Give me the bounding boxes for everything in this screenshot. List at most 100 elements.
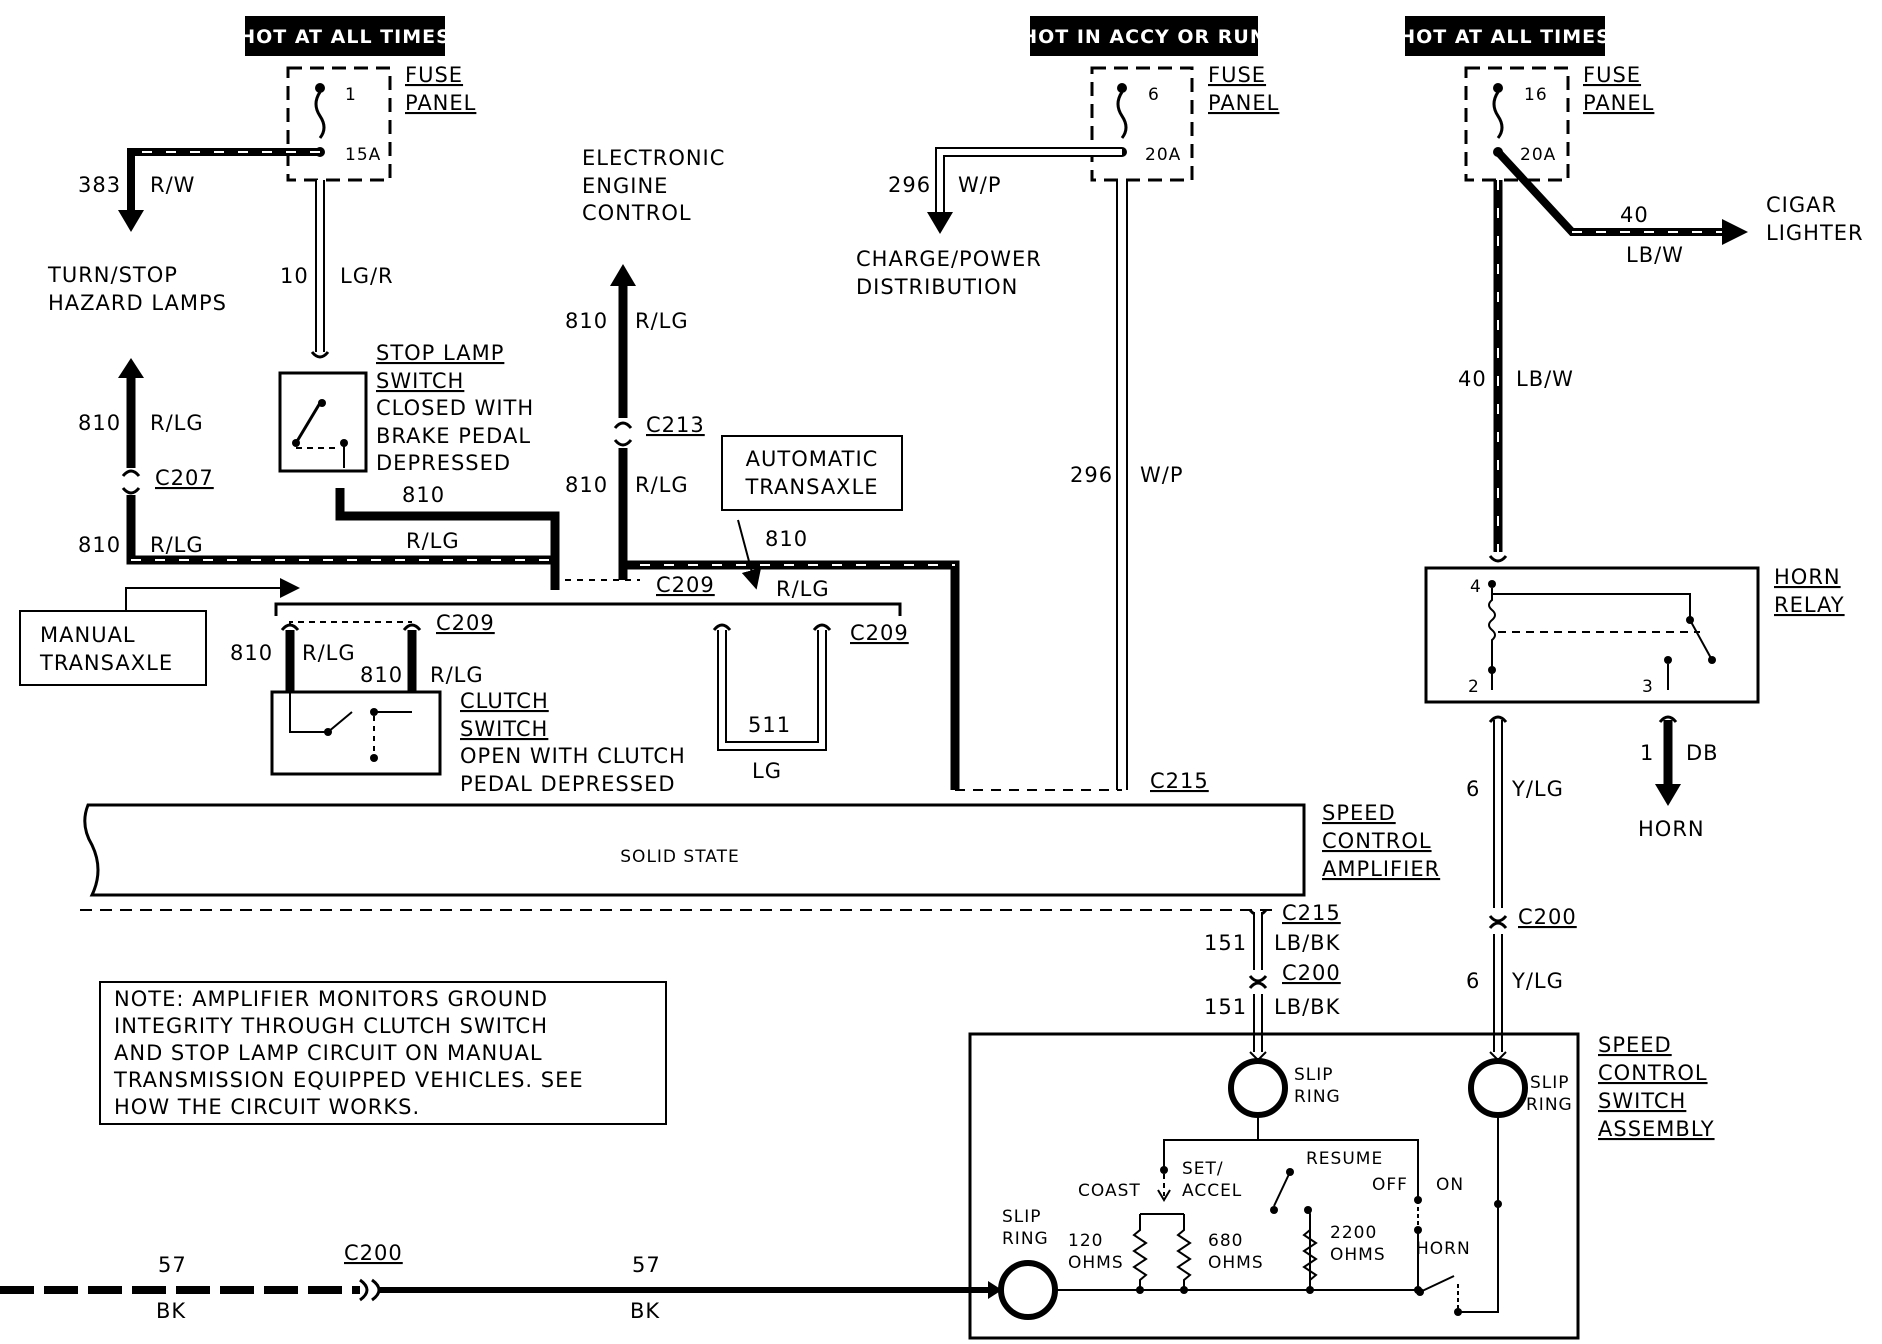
stop-lamp-2: SWITCH	[376, 369, 464, 393]
wire-296	[955, 180, 1128, 791]
set-label-2: ACCEL	[1182, 1181, 1242, 1201]
connector-c207: C207	[155, 466, 214, 490]
slip-ring-1b: RING	[1294, 1087, 1341, 1107]
c810-f-num: 810	[565, 473, 608, 497]
stop-lamp-3: CLOSED WITH	[376, 396, 534, 420]
stop-lamp-1: STOP LAMP	[376, 341, 504, 365]
switch-assembly-1: SPEED	[1598, 1033, 1672, 1057]
c383-num: 383	[78, 173, 121, 197]
fuse-left-name-1: FUSE	[405, 63, 463, 87]
relay-pin-2: 2	[1468, 677, 1480, 697]
c151a-num: 151	[1204, 931, 1247, 955]
c1-num: 1	[1640, 741, 1654, 765]
horn-relay	[1424, 555, 1760, 704]
fuse-right-name-1: FUSE	[1583, 63, 1641, 87]
c810-a-color: R/LG	[150, 411, 204, 435]
r680-1: 680	[1208, 1231, 1243, 1251]
supply-middle-label: HOT IN ACCY OR RUN	[1021, 26, 1267, 48]
slip-ring-3a: SLIP	[1002, 1207, 1042, 1227]
fuse-mid: 6 20A FUSE PANEL	[1090, 63, 1279, 182]
manual-transaxle-label-box	[19, 578, 300, 686]
c810-g-num: 810	[765, 527, 808, 551]
clutch-switch-3: OPEN WITH CLUTCH	[460, 744, 686, 768]
horn-relay-2: RELAY	[1774, 593, 1845, 617]
connector-c209-c: C209	[850, 621, 909, 645]
off-label: OFF	[1372, 1175, 1408, 1195]
switch-assembly-4: ASSEMBLY	[1598, 1117, 1715, 1141]
stop-lamp-5: DEPRESSED	[376, 451, 511, 475]
amplifier-2: CONTROL	[1322, 829, 1432, 853]
fuse-right: 16 20A FUSE PANEL	[1464, 63, 1654, 182]
c57b-color: BK	[630, 1299, 660, 1323]
clutch-switch-4: PEDAL DEPRESSED	[460, 772, 676, 796]
automatic-transaxle-2: TRANSAXLE	[744, 475, 878, 499]
jumper-511	[712, 623, 832, 751]
c151b-color: LB/BK	[1274, 995, 1341, 1019]
c810-i-num: 810	[360, 663, 403, 687]
clutch-switch-1: CLUTCH	[460, 689, 549, 713]
fuse-right-num: 16	[1524, 85, 1548, 105]
wire-151	[1248, 909, 1268, 1052]
c57b-num: 57	[632, 1253, 661, 1277]
clutch-switch	[270, 621, 442, 776]
c810-f-color: R/LG	[635, 473, 689, 497]
c10-color: LG/R	[340, 264, 394, 288]
slip-ring-2b: RING	[1526, 1095, 1573, 1115]
note-line-1: NOTE: AMPLIFIER MONITORS GROUND	[114, 987, 548, 1011]
c296-num: 296	[1070, 463, 1113, 487]
r120-2: OHMS	[1068, 1253, 1124, 1273]
fuse-mid-rating: 20A	[1145, 145, 1181, 165]
charge-power-2: DISTRIBUTION	[856, 275, 1018, 299]
eec-1: ELECTRONIC	[582, 146, 725, 170]
c209-bracket	[274, 579, 902, 616]
connector-c209-b: C209	[436, 611, 495, 635]
wire-383	[118, 148, 320, 232]
r2200-1: 2200	[1330, 1223, 1377, 1243]
c6b-num: 6	[1466, 969, 1480, 993]
wire-810-left	[118, 358, 560, 590]
c1-color: DB	[1686, 741, 1719, 765]
wire-6	[1488, 715, 1508, 1052]
amplifier-3: AMPLIFIER	[1322, 857, 1440, 881]
c810-h-num: 810	[230, 641, 273, 665]
c810-h-color: R/LG	[302, 641, 356, 665]
fuse-left: 1 15A FUSE PANEL	[286, 63, 476, 182]
eec-3: CONTROL	[582, 201, 692, 225]
fuse-right-name-2: PANEL	[1583, 91, 1654, 115]
note-line-2: INTEGRITY THROUGH CLUTCH SWITCH	[114, 1014, 548, 1038]
fuse-left-name-2: PANEL	[405, 91, 476, 115]
wire-1-horn	[1655, 715, 1681, 806]
supply-right-label: HOT AT ALL TIMES	[1399, 26, 1611, 48]
c57a-color: BK	[156, 1299, 186, 1323]
connector-c200-a: C200	[1518, 905, 1577, 929]
stop-lamp-switch	[278, 371, 368, 473]
switch-assembly-3: SWITCH	[1598, 1089, 1686, 1113]
connector-c200-c: C200	[344, 1241, 403, 1265]
stop-lamp-4: BRAKE PEDAL	[376, 424, 531, 448]
c10-num: 10	[280, 264, 309, 288]
supply-middle: HOT IN ACCY OR RUN	[1021, 16, 1267, 56]
automatic-transaxle-label-box	[721, 435, 903, 590]
note-line-3: AND STOP LAMP CIRCUIT ON MANUAL	[114, 1041, 543, 1065]
fuse-mid-name-2: PANEL	[1208, 91, 1279, 115]
coast-label: COAST	[1078, 1181, 1141, 1201]
horn-relay-1: HORN	[1774, 565, 1841, 589]
c810-g-color: R/LG	[776, 577, 830, 601]
c6a-color: Y/LG	[1511, 777, 1564, 801]
c40-num: 40	[1620, 203, 1649, 227]
on-label: ON	[1436, 1175, 1464, 1195]
c151a-color: LB/BK	[1274, 931, 1341, 955]
c810-b-num: 810	[78, 533, 121, 557]
fuse-mid-num: 6	[1148, 85, 1160, 105]
connector-c213: C213	[646, 413, 705, 437]
c511-color: LG	[752, 759, 782, 783]
c810-d-color: R/LG	[406, 529, 460, 553]
r120-1: 120	[1068, 1231, 1103, 1251]
c296-top-num: 296	[888, 173, 931, 197]
c810-c-num: 810	[402, 483, 445, 507]
amplifier-body: SOLID STATE	[620, 847, 739, 867]
manual-transaxle-1: MANUAL	[40, 623, 136, 647]
relay-pin-3: 3	[1642, 677, 1654, 697]
automatic-transaxle-1: AUTOMATIC	[746, 447, 879, 471]
c6a-num: 6	[1466, 777, 1480, 801]
